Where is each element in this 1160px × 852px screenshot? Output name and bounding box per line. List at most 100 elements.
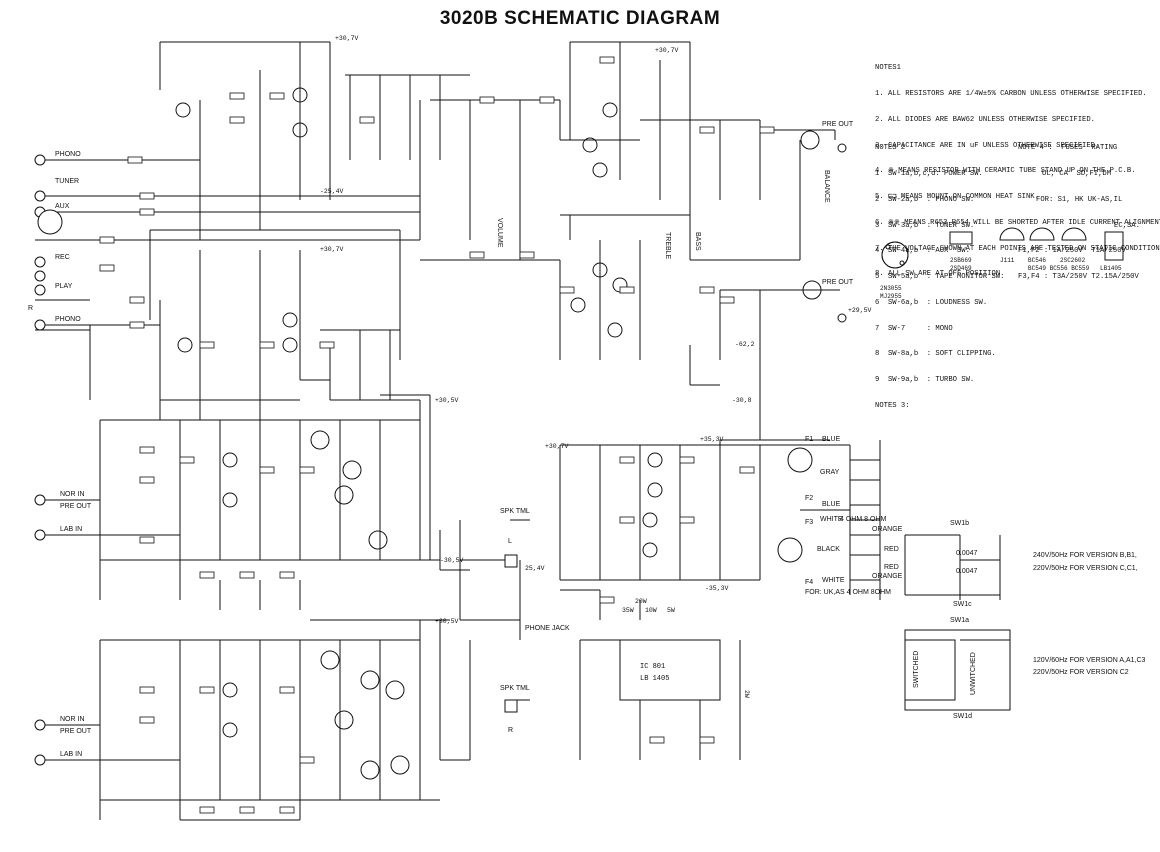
treble-label: TREBLE <box>664 232 671 260</box>
resistor-symbol <box>599 596 615 604</box>
resistor-symbol <box>269 92 285 100</box>
notes2-line: 9 SW-9a,b : TURBO SW. <box>875 376 975 385</box>
rail-254: 25,4V <box>525 565 545 572</box>
resistor-symbol <box>139 686 155 694</box>
notes1-line: 3. CAPACITANCE ARE IN uF UNLESS OTHERWIS… <box>875 141 1100 150</box>
notes1-line: 4. ※ MEANS RESISTOR WITH CERAMIC TUBE ST… <box>875 167 1136 176</box>
ohm-label: 4 OHM 8 OHM <box>840 516 886 523</box>
rail-305-up: +30,5V <box>435 397 459 404</box>
led-20w: 20W <box>635 598 647 605</box>
notes1-line: 5. ⊏⊐ MEANS MOUNT ON COMMON HEAT SINK. <box>875 193 1039 202</box>
resistor-symbol <box>519 251 535 259</box>
v240-label: 240V/50Hz FOR VERSION B,B1, <box>1033 552 1137 559</box>
channel-r-label: R <box>28 305 33 312</box>
fuse-row1-b: UK-AS,IL <box>1087 195 1123 204</box>
wire-white: WHITE <box>820 516 843 523</box>
fuse-col-b: SD,FI,DM <box>1076 169 1112 178</box>
ic-ref: IC 801 <box>640 663 665 671</box>
notes1-line: 2. ALL DIODES ARE BAW62 UNLESS OTHERWISE… <box>875 115 1095 124</box>
resistor-symbol <box>699 286 715 294</box>
pre-out-mid-label: PRE OUT <box>822 279 854 286</box>
rail-307-psu: +30,7V <box>545 443 569 450</box>
rail-m305-up: -30,5V <box>440 557 464 564</box>
resistor-symbol <box>99 236 115 244</box>
rec-label: REC <box>55 254 70 261</box>
notes2-line: 7 SW-7 : MONO <box>875 324 953 333</box>
wire-orange-2: ORANGE <box>872 573 903 580</box>
v220-label: 220V/50Hz FOR VERSION C,C1, <box>1033 565 1138 572</box>
fuse-f2: F2 <box>805 495 813 502</box>
play-label: PLAY <box>55 283 73 290</box>
wire-orange: ORANGE <box>872 526 903 533</box>
nor-in-label: NOR IN <box>60 491 85 498</box>
resistor-symbol <box>479 96 495 104</box>
lab-in-label-2: LAB IN <box>60 751 82 758</box>
fuse-f1: F1 <box>805 436 813 443</box>
sw1a-label: SW1a <box>950 617 969 624</box>
led-2w: 2W <box>743 690 750 698</box>
diagram-title: 3020B SCHEMATIC DIAGRAM <box>439 8 721 29</box>
notes2-line: 8 SW-8a,b : SOFT CLIPPING. <box>875 350 996 359</box>
pinout-2sd469: 2SD469 <box>950 265 972 272</box>
fuse-row2-a: F1,F2 : 1A/250V <box>1018 247 1083 256</box>
pinout-mj2955: MJ2955 <box>880 293 902 300</box>
notes2-line: 5 SW-5a,b : TAPE MONITOR SW. <box>875 273 1005 282</box>
wire-red-2: RED <box>884 564 899 571</box>
tuner-label: TUNER <box>55 178 79 185</box>
rail-353: +35,3V <box>700 436 724 443</box>
resistor-symbol <box>559 286 575 294</box>
rail-m353: -35,3V <box>705 585 729 592</box>
notes2-line: 1 SW-1a,b,c,d: POWER SW. <box>875 169 983 178</box>
v120-label: 120V/60Hz FOR VERSION A,A1,C3 <box>1033 657 1146 664</box>
notes4-block: NOTE 4 : FUSES RATING UL, CA SD,FI,DM FO… <box>1018 127 1140 290</box>
cap2-label: 0.0047 <box>956 568 978 575</box>
resistor-symbol <box>139 208 155 216</box>
rail-307-pre: +30,7V <box>655 47 679 54</box>
resistor-symbol <box>259 466 275 474</box>
notes1-line: 7. THE VOLTAGE SHOWN AT EACH POINTS ARE … <box>875 244 1160 253</box>
rail-307-mid: +30,7V <box>320 246 344 253</box>
v220b-label: 220V/50Hz FOR VERSION C2 <box>1033 669 1129 676</box>
rail-307-top: +30,7V <box>335 35 359 42</box>
resistor-symbol <box>199 806 215 814</box>
fuse-row1-c: EC,SA. <box>1114 221 1140 230</box>
resistor-symbol <box>279 571 295 579</box>
resistor-symbol <box>279 806 295 814</box>
spk-tml-label-2: SPK TML <box>500 685 530 692</box>
speaker-l-label: L <box>508 538 512 545</box>
resistor-symbol <box>649 736 665 744</box>
resistor-symbol <box>299 466 315 474</box>
wire-blue-2: BLUE <box>822 501 841 508</box>
resistor-symbol <box>139 536 155 544</box>
resistor-symbol <box>127 156 143 164</box>
resistor-symbol <box>139 446 155 454</box>
resistor-symbol <box>139 476 155 484</box>
resistor-symbol <box>759 126 775 134</box>
rail-295: +29,5V <box>848 307 872 314</box>
fuse-row3-b: T2.15A/250V <box>1091 273 1139 282</box>
wire-red: RED <box>884 546 899 553</box>
nor-in-label-2: NOR IN <box>60 716 85 723</box>
unswitched-label: UNWITCHED <box>970 652 977 695</box>
resistor-symbol <box>299 756 315 764</box>
pinout-2n3055: 2N3055 <box>880 285 902 292</box>
resistor-symbol <box>619 286 635 294</box>
resistor-symbol <box>599 56 615 64</box>
resistor-symbol <box>239 571 255 579</box>
led-10w: 10W <box>645 607 657 614</box>
speaker-r-label: R <box>508 727 513 734</box>
notes2-line: 3 SW-3a,b : TUNER SW. <box>875 221 975 230</box>
resistor-symbol <box>719 296 735 304</box>
notes2-block: NOTES 2 1 SW-1a,b,c,d: POWER SW. 2 SW-2a… <box>875 127 1004 419</box>
aux-label: AUX <box>55 203 70 210</box>
wire-gray: GRAY <box>820 469 840 476</box>
phono-label-r: PHONO <box>55 316 81 323</box>
notes1-block: NOTES1 1. ALL RESISTORS ARE 1/4W±5% CARB… <box>875 47 1160 288</box>
resistor-symbol <box>179 456 195 464</box>
wire-black: BLACK <box>817 546 840 553</box>
notes2-line: 2 SW-2a,b : PHONO SW. <box>875 195 975 204</box>
phone-jack-label: PHONE JACK <box>525 625 570 632</box>
resistor-symbol <box>679 516 695 524</box>
rail-305-low: +30,5V <box>435 618 459 625</box>
pinout-bc546: BC546 <box>1028 257 1046 264</box>
